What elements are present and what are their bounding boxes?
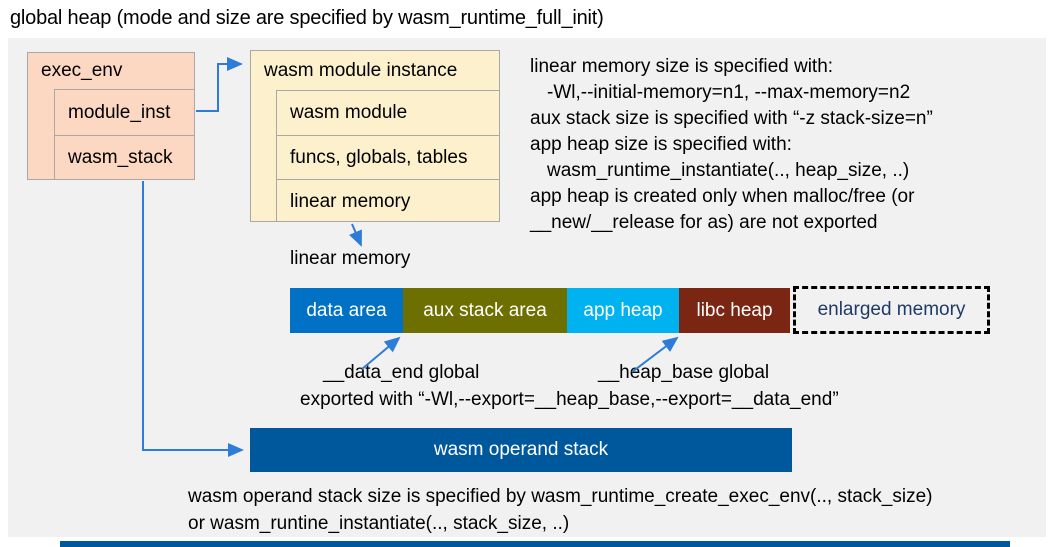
- page-title: global heap (mode and size are specified…: [10, 7, 604, 29]
- linear-memory-bar: data area aux stack area app heap libc h…: [290, 288, 790, 333]
- segment-app-heap: app heap: [567, 288, 679, 333]
- module-instance-row-wasm-module: wasm module: [290, 102, 408, 123]
- note-line: app heap size is specified with:: [530, 134, 792, 155]
- linear-memory-label: linear memory: [290, 248, 411, 269]
- wasm-module-instance-box: wasm module instance wasm module funcs, …: [250, 50, 500, 222]
- module-instance-row-linear-memory: linear memory: [277, 179, 499, 223]
- footer-line: or wasm_runtine_instantiate(.., stack_si…: [188, 513, 570, 534]
- data-end-global-label: __data_end global: [323, 362, 480, 383]
- note-line: linear memory size is specified with:: [530, 56, 834, 77]
- exec-env-row-wasm-stack: wasm_stack: [55, 135, 194, 180]
- exec-env-rows: module_inst wasm_stack: [54, 89, 194, 180]
- export-note: exported with “-Wl,--export=__heap_base,…: [300, 389, 839, 410]
- module-instance-rows: wasm module funcs, globals, tables linea…: [276, 90, 499, 222]
- module-instance-header: wasm module instance: [264, 59, 458, 81]
- segment-enlarged-memory: enlarged memory: [793, 286, 990, 334]
- wasm-operand-stack-bar: wasm operand stack: [250, 428, 792, 472]
- segment-data-area: data area: [290, 288, 403, 333]
- segment-libc-heap: libc heap: [679, 288, 790, 333]
- footer-line: wasm operand stack size is specified by …: [188, 486, 933, 507]
- segment-aux-stack-area: aux stack area: [403, 288, 567, 333]
- note-line: __new/__release for as) are not exported: [530, 212, 878, 233]
- exec-env-box: exec_env module_inst wasm_stack: [27, 52, 195, 180]
- note-line: wasm_runtime_instantiate(.., heap_size, …: [547, 160, 910, 181]
- exec-env-header: exec_env: [41, 60, 123, 81]
- note-line: -Wl,--initial-memory=n1, --max-memory=n2: [547, 82, 911, 103]
- note-line: aux stack size is specified with “-z sta…: [530, 108, 933, 129]
- size-notes: linear memory size is specified with: -W…: [530, 54, 933, 236]
- heap-base-global-label: __heap_base global: [598, 362, 770, 383]
- footer-notes: wasm operand stack size is specified by …: [188, 483, 933, 537]
- exec-env-row-module-inst: module_inst: [68, 101, 171, 123]
- module-instance-row-funcs-globals-tables: funcs, globals, tables: [277, 135, 499, 179]
- note-line: app heap is created only when malloc/fre…: [530, 186, 915, 207]
- footer-accent-bar: [60, 541, 1010, 547]
